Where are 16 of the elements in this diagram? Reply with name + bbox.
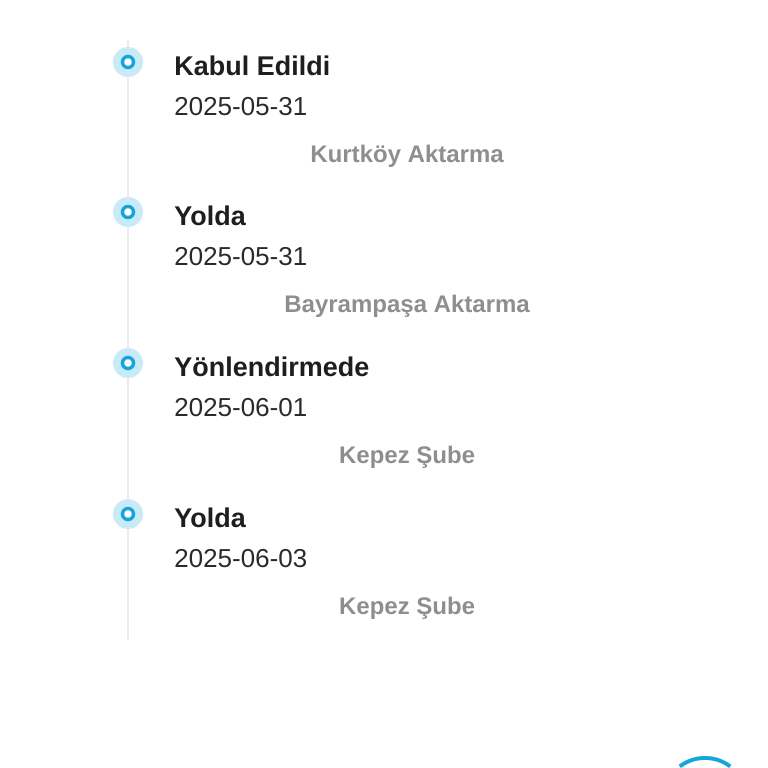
- status-title: Kabul Edildi: [176, 55, 328, 76]
- date-text: 2025-05-31: [176, 246, 306, 266]
- timeline-dot: [113, 348, 143, 378]
- location-text: Bayrampaşa Aktarma: [286, 294, 530, 317]
- location-text: Kepez Şube: [340, 596, 474, 619]
- date-text: 2025-06-01: [176, 398, 306, 416]
- status-title: Yönlendirmede: [174, 356, 368, 376]
- timeline-dot: [113, 197, 143, 227]
- status-title: Yolda: [174, 507, 246, 528]
- date-text: 2025-05-31: [176, 96, 306, 116]
- timeline-dot: [113, 47, 143, 77]
- status-title: Yolda: [174, 205, 246, 226]
- location-text: Kurtköy Aktarma: [312, 144, 504, 167]
- timeline-dot: [113, 499, 143, 529]
- date-text: 2025-06-03: [176, 548, 306, 568]
- location-text: Kepez Şube: [340, 446, 474, 468]
